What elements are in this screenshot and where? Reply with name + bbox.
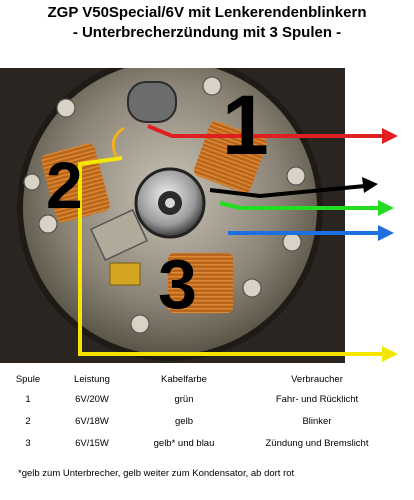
- condenser: [127, 81, 177, 123]
- cell-verbraucher: Fahr- und Rücklicht: [275, 393, 359, 405]
- cell-spule: 3: [25, 437, 31, 449]
- wire-red: [147, 124, 385, 138]
- coil-3: [168, 253, 233, 313]
- cell-leistung: 6V/15W: [75, 437, 109, 449]
- cell-kabelfarbe: gelb: [175, 415, 193, 427]
- diagram-subtitle: - Unterbrecherzündung mit 3 Spulen -: [72, 24, 342, 41]
- table-row: 1 6V/20W grün Fahr- und Rücklicht: [8, 388, 402, 410]
- cell-leistung: 6V/18W: [75, 415, 109, 427]
- arrow-blue: [378, 225, 394, 241]
- footnote: *gelb zum Unterbrecher, gelb weiter zum …: [18, 468, 295, 479]
- cell-leistung: 6V/20W: [75, 393, 109, 405]
- coil-3-label: 3: [158, 245, 197, 323]
- header-verbraucher: Verbraucher: [291, 373, 343, 385]
- arrow-red: [382, 128, 398, 144]
- arrow-black: [362, 177, 378, 193]
- table-row: 3 6V/15W gelb* und blau Zündung und Brem…: [8, 432, 402, 454]
- arrow-green: [378, 200, 394, 216]
- breaker-plate: [89, 208, 149, 262]
- cell-spule: 2: [25, 415, 31, 427]
- coil-table: Spule Leistung Kabelfarbe Verbraucher 1 …: [8, 370, 402, 454]
- cell-verbraucher: Zündung und Bremslicht: [265, 437, 369, 449]
- coil-1-label: 1: [222, 78, 269, 172]
- coil-2-label: 2: [46, 148, 83, 222]
- cell-kabelfarbe: gelb* und blau: [153, 437, 215, 449]
- header-kabelfarbe: Kabelfarbe: [161, 373, 207, 385]
- header-leistung: Leistung: [74, 373, 110, 385]
- table-header-row: Spule Leistung Kabelfarbe Verbraucher: [8, 370, 402, 388]
- cell-kabelfarbe: grün: [174, 393, 194, 405]
- arrow-yellow: [382, 346, 398, 362]
- wire-yellow: [78, 156, 384, 356]
- cell-verbraucher: Blinker: [302, 415, 332, 427]
- wire-black: [209, 184, 366, 199]
- diagram-title: ZGP V50Special/6V mit Lenkerendenblinker…: [47, 4, 367, 21]
- stator-photo: 1 2 3: [0, 68, 398, 363]
- header-spule: Spule: [15, 373, 41, 385]
- table-row: 2 6V/18W gelb Blinker: [8, 410, 402, 432]
- wire-green: [219, 201, 380, 210]
- coil-1: [193, 121, 267, 193]
- cell-spule: 1: [25, 393, 31, 405]
